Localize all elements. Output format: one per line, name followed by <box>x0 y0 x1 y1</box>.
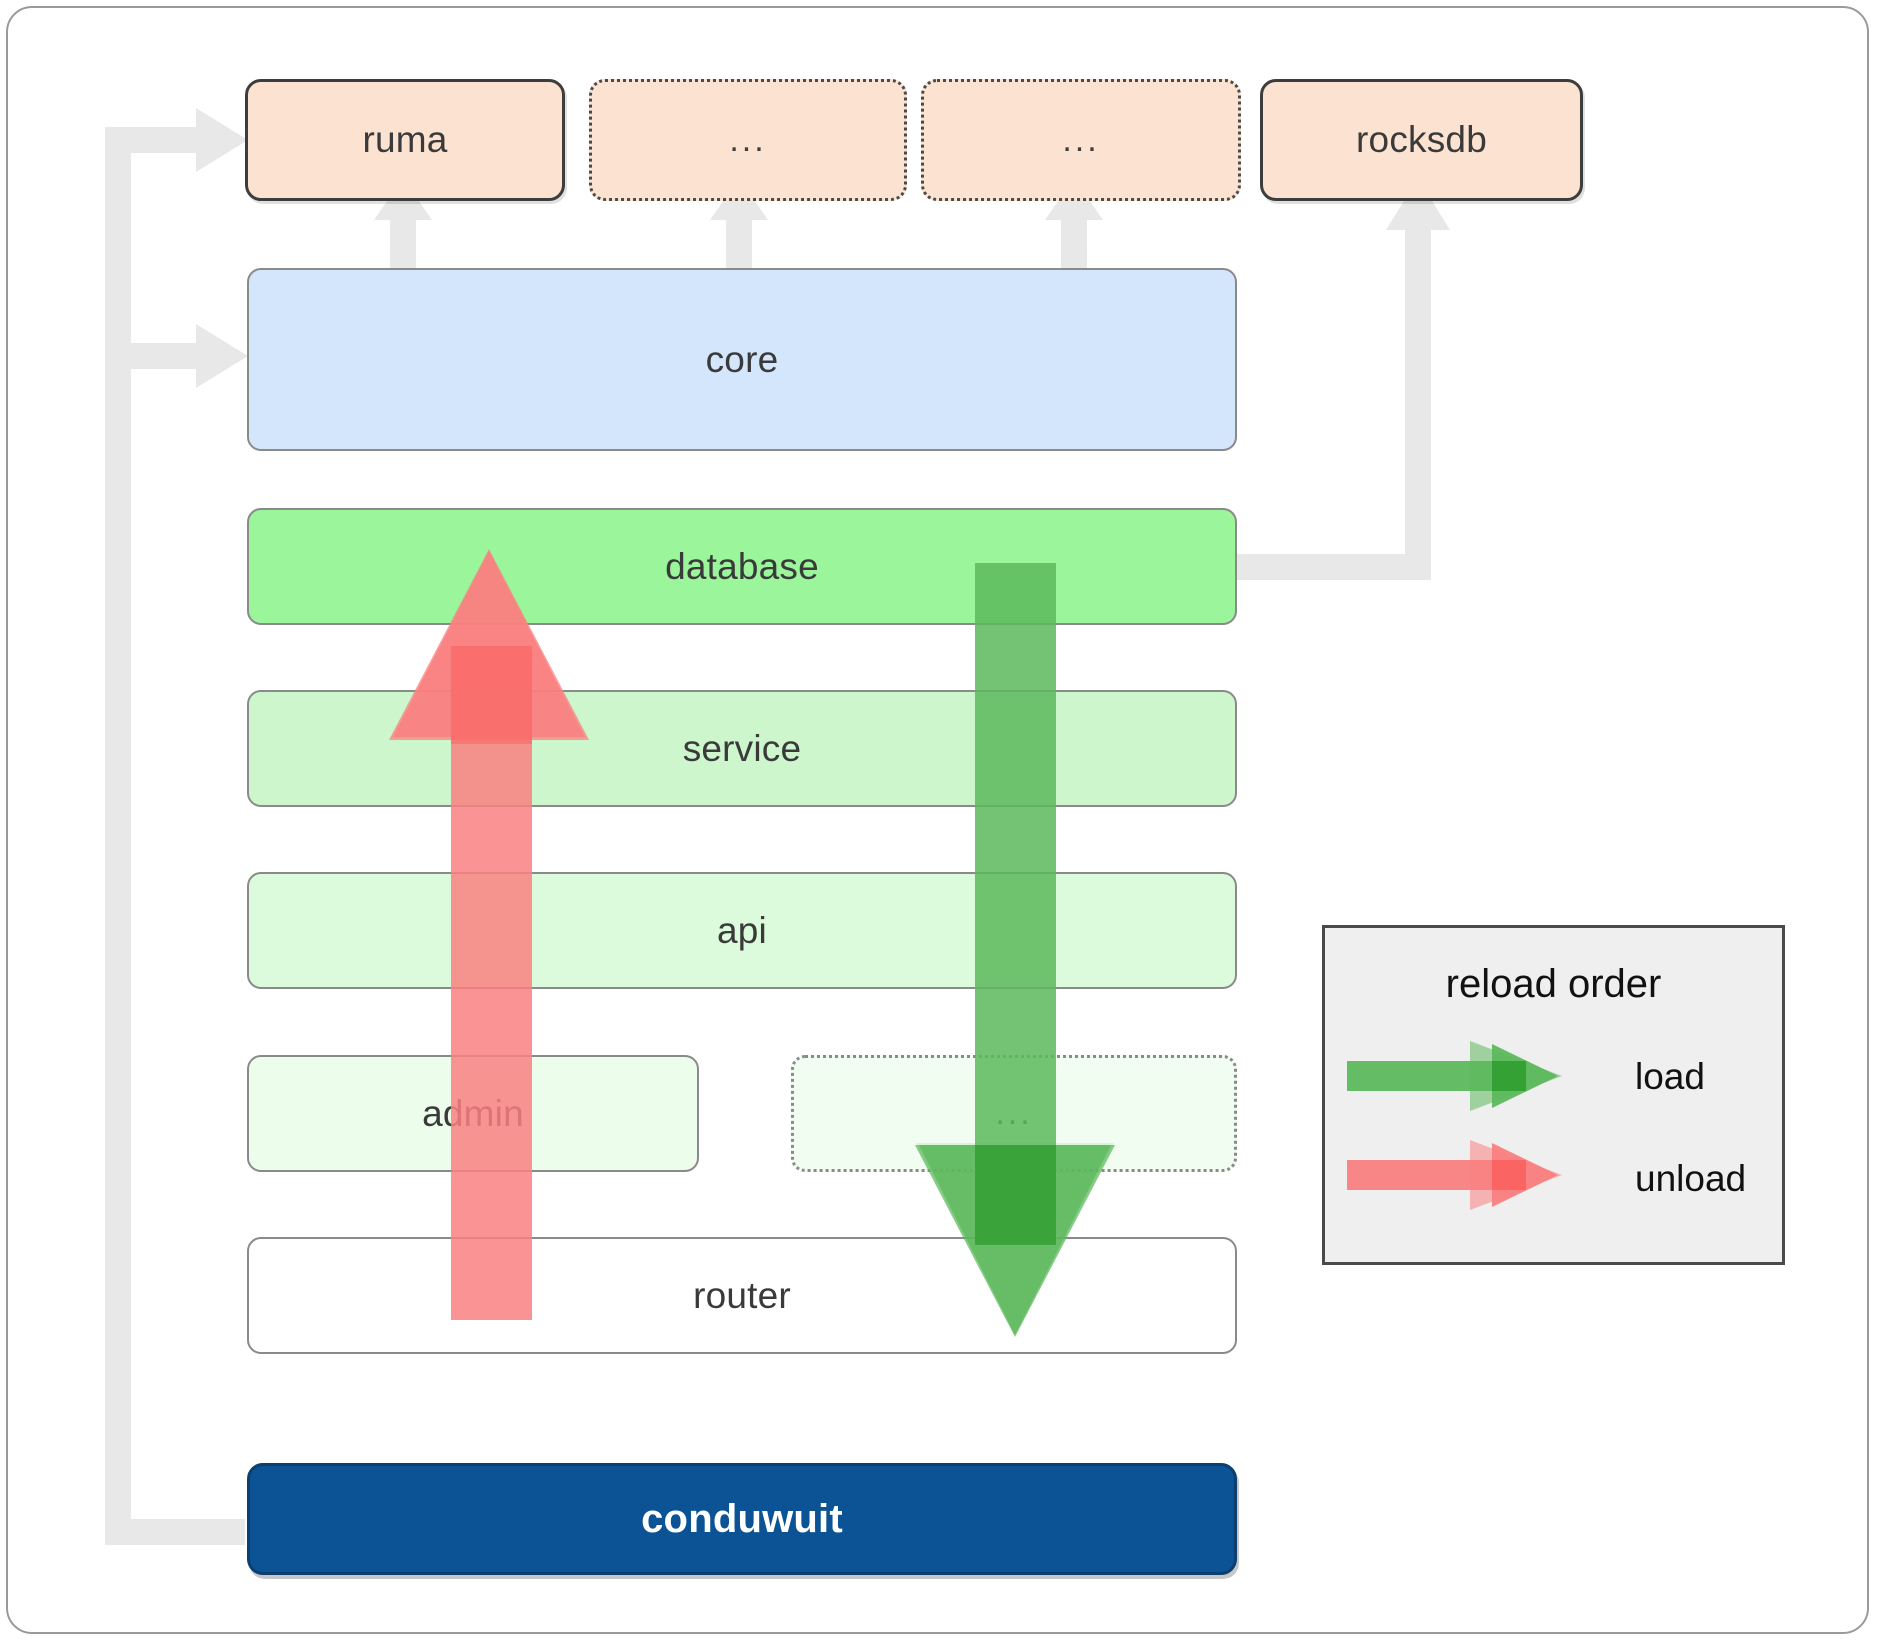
crate-box-rocksdb[interactable]: rocksdb <box>1260 79 1583 201</box>
crate-box-ruma[interactable]: ruma <box>245 79 565 201</box>
layer-box-router[interactable]: router <box>247 1237 1237 1354</box>
legend-unload-arrow-icon <box>1347 1140 1562 1210</box>
layer-label-database: database <box>665 545 819 587</box>
legend-panel: reload order load unload <box>1322 925 1785 1265</box>
root-label-conduwuit: conduwuit <box>641 1496 843 1541</box>
crate-label-ruma: ruma <box>362 119 448 160</box>
layer-box-core[interactable]: core <box>247 268 1237 451</box>
legend-arrow-icons <box>1347 1041 1562 1210</box>
layer-label-placeholder: ... <box>995 1094 1033 1132</box>
layer-label-router: router <box>693 1274 791 1316</box>
legend-load-arrow-icon <box>1347 1041 1562 1111</box>
layer-label-core: core <box>705 338 779 380</box>
legend-title: reload order <box>1445 962 1662 1006</box>
legend-label-load: load <box>1635 1056 1705 1097</box>
layer-label-admin: admin <box>422 1092 524 1134</box>
crate-label-placeholder-1: ... <box>729 120 767 159</box>
layer-box-database[interactable]: database <box>247 508 1237 625</box>
layer-label-api: api <box>717 909 767 951</box>
crate-box-placeholder-2[interactable]: ... <box>921 79 1241 201</box>
crate-label-rocksdb: rocksdb <box>1356 119 1487 160</box>
diagram-frame <box>6 6 1869 1634</box>
layer-label-service: service <box>682 727 802 769</box>
legend-label-unload: unload <box>1635 1158 1747 1199</box>
root-box-conduwuit[interactable]: conduwuit <box>247 1463 1237 1575</box>
layer-box-service[interactable]: service <box>247 690 1237 807</box>
crate-label-placeholder-2: ... <box>1062 120 1100 159</box>
layer-box-admin[interactable]: admin <box>247 1055 699 1172</box>
layer-box-placeholder[interactable]: ... <box>791 1055 1237 1172</box>
layer-box-api[interactable]: api <box>247 872 1237 989</box>
crate-box-placeholder-1[interactable]: ... <box>589 79 907 201</box>
